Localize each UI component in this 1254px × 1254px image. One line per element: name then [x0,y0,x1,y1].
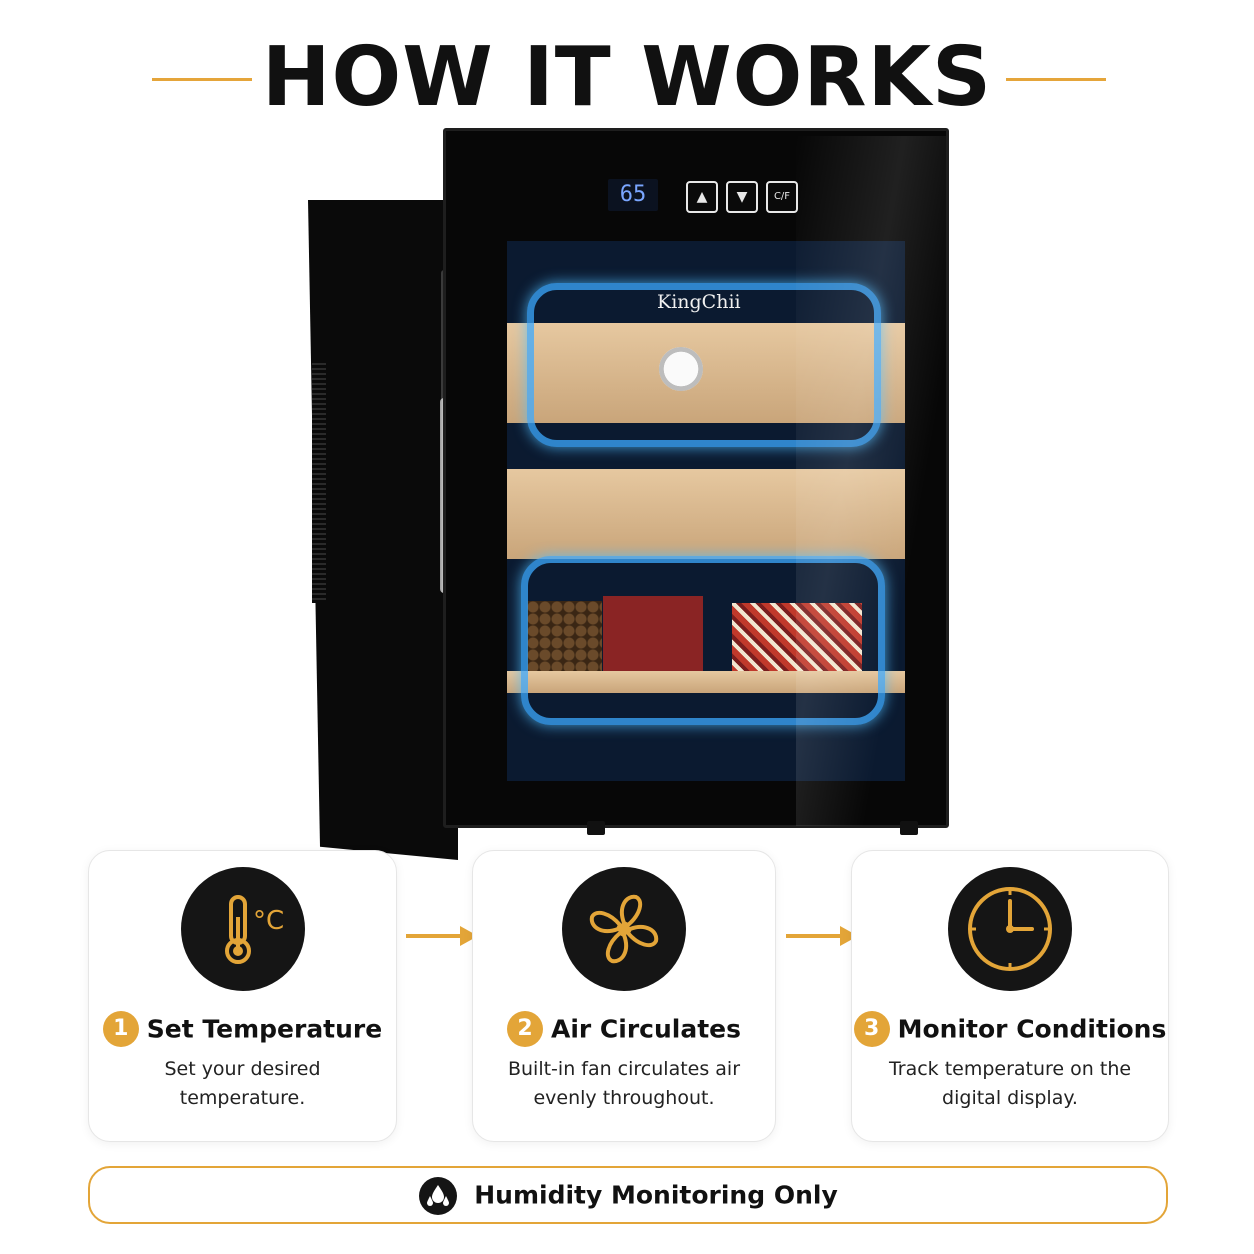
step-label: Monitor Conditions [897,1014,1167,1044]
cabinet-side [308,200,458,860]
humidity-drops-icon [418,1176,458,1216]
step-description: Set your desired temperature. [164,1058,321,1109]
cigar-bundle [527,601,602,671]
cabinet-foot-right [900,821,918,835]
unit-toggle-button: C/F [766,181,798,213]
step-label: Air Circulates [550,1014,742,1044]
airflow-loop-bottom [521,556,885,725]
triangle-down-icon: ▼ [726,181,758,213]
airflow-loop-top [527,283,881,447]
brand-logo: KingChii [657,291,741,313]
step-label: Set Temperature [146,1014,383,1044]
step-number-badge: 1 [102,1011,139,1047]
step-description: Track temperature on the digital display… [888,1058,1132,1109]
thermometer-icon: °C [180,867,305,991]
temperature-display: 65 [608,179,658,211]
arrow-right-icon [406,926,478,946]
shelf-middle [507,469,905,559]
header: HOW IT WORKS [0,30,1254,125]
step-number-badge: 3 [853,1011,890,1047]
step-number-badge: 2 [506,1011,543,1047]
cigar-box-red [603,596,703,678]
cabinet-interior: KingChii [507,241,905,781]
glass-door: 65 ▲ ▼ C/F KingChii [443,128,949,828]
triangle-up-icon: ▲ [686,181,718,213]
drawer-top [507,323,905,423]
shelf-bottom [507,671,905,693]
humidor-product-image: 65 ▲ ▼ C/F KingChii [300,128,960,860]
celsius-unit: °C [253,906,284,936]
banner-text: Humidity Monitoring Only [474,1180,838,1210]
arrow-right-icon [786,926,858,946]
side-vent [312,363,326,603]
title-rule-left [152,78,252,81]
cabinet-foot-left [587,821,605,835]
hygrometer-icon [659,347,703,391]
humidity-banner: Humidity Monitoring Only [88,1166,1168,1224]
title-rule-right [1006,78,1106,81]
page-title: HOW IT WORKS [261,30,993,125]
fan-icon [562,867,686,991]
step-description: Built-in fan circulates air evenly throu… [507,1058,741,1109]
cigar-box-patterned [732,603,862,673]
clock-icon [948,867,1072,991]
